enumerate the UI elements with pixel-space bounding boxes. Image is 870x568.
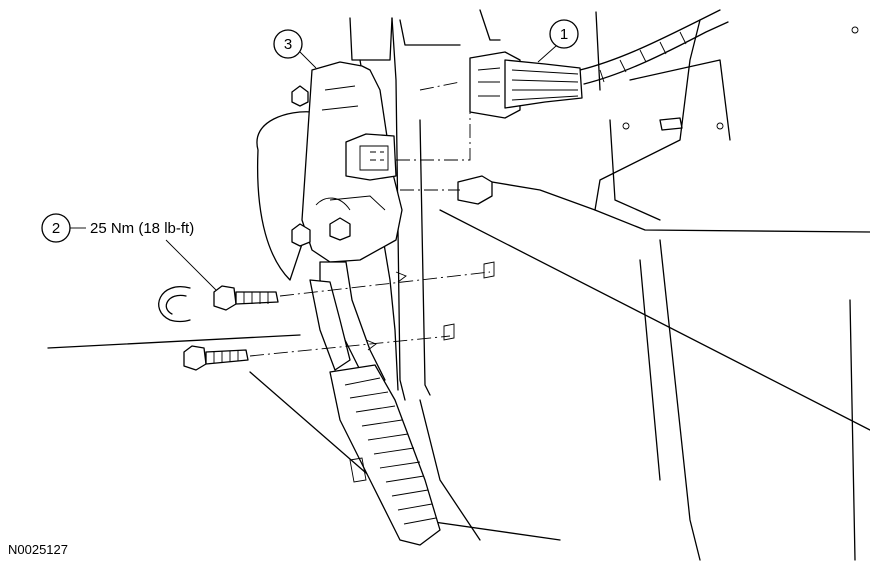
callout-2-number: 2 <box>52 220 60 237</box>
callout-1-circle <box>549 19 579 49</box>
bolts <box>158 285 279 371</box>
callout-3: 3 <box>273 29 317 69</box>
callout-1-number: 1 <box>560 26 568 43</box>
electrical-connector <box>469 51 583 119</box>
callout-3-circle <box>273 29 303 59</box>
callout-3-number: 3 <box>284 36 292 53</box>
callout-1: 1 <box>537 19 579 63</box>
pedal-assembly <box>256 61 493 546</box>
vehicle-structure <box>47 9 870 561</box>
callout-2-torque-label: 25 Nm (18 lb-ft) <box>90 220 194 237</box>
alignment-lines <box>249 81 495 357</box>
callout-2: 2 25 Nm (18 lb-ft) <box>41 213 217 291</box>
figure-id: N0025127 <box>8 542 68 557</box>
